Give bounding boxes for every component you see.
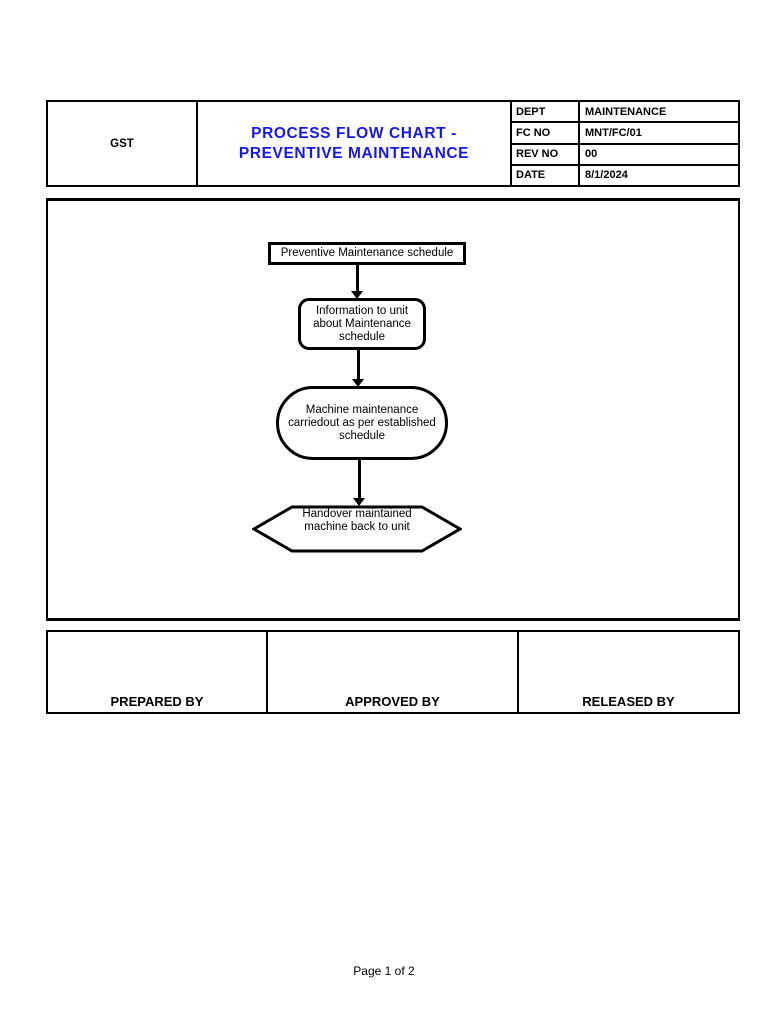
flow-step-handover-label: Handover maintained machine back to unit	[252, 508, 462, 534]
arrow-head-icon	[352, 379, 364, 387]
meta-value-date: 8/1/2024	[585, 169, 628, 182]
flow-arrow-3	[353, 460, 365, 506]
flow-step-maintenance-line1: Machine maintenance	[305, 403, 419, 416]
signoff-cell-released: RELEASED BY	[517, 632, 738, 712]
arrow-head-icon	[351, 291, 363, 299]
flow-step-information-line2: about Maintenance	[313, 317, 411, 330]
page-number: Page 1 of 2	[353, 964, 415, 978]
flow-arrow-2	[352, 350, 364, 387]
flow-step-schedule-label: Preventive Maintenance schedule	[280, 247, 454, 259]
flow-step-handover-line1: Handover maintained	[302, 508, 412, 520]
meta-value-dept: MAINTENANCE	[585, 105, 667, 118]
flow-step-handover-line2: machine back to unit	[304, 521, 410, 533]
meta-value-revno: 00	[585, 148, 598, 161]
meta-value-fcno: MNT/FC/01	[585, 126, 642, 139]
flow-step-information-line3: schedule	[338, 330, 386, 343]
meta-label-dept: DEPT	[512, 102, 580, 122]
signoff-cell-approved: APPROVED BY	[266, 632, 517, 712]
arrow-shaft	[355, 265, 359, 292]
flow-step-maintenance-line3: schedule	[338, 429, 386, 442]
arrow-shaft	[356, 350, 360, 380]
header-table: GST PROCESS FLOW CHART - PREVENTIVE MAIN…	[46, 100, 740, 187]
flow-step-handover: Handover maintained machine back to unit	[252, 505, 462, 553]
flow-step-information: Information to unit about Maintenance sc…	[298, 298, 426, 350]
flowchart-canvas: Preventive Maintenance schedule Informat…	[46, 198, 740, 621]
flow-arrow-1	[351, 265, 363, 299]
arrow-shaft	[357, 460, 361, 499]
title-line-1: PROCESS FLOW CHART -	[251, 124, 457, 142]
flow-step-schedule: Preventive Maintenance schedule	[268, 242, 466, 265]
meta-row-dept: DEPT MAINTENANCE	[512, 102, 738, 124]
arrow-head-icon	[353, 498, 365, 506]
flow-step-maintenance: Machine maintenance carriedout as per es…	[276, 386, 448, 460]
meta-row-revno: REV NO 00	[512, 144, 738, 166]
meta-label-fcno: FC NO	[512, 123, 580, 143]
meta-table: DEPT MAINTENANCE FC NO MNT/FC/01 REV NO …	[512, 102, 738, 185]
hexagon-shape	[252, 505, 462, 553]
meta-label-revno: REV NO	[512, 144, 580, 164]
meta-row-date: DATE 8/1/2024	[512, 165, 738, 185]
company-logo: GST	[48, 102, 198, 185]
title-line-2: PREVENTIVE MAINTENANCE	[238, 144, 470, 162]
flow-step-maintenance-line2: carriedout as per established	[288, 416, 436, 429]
meta-row-fcno: FC NO MNT/FC/01	[512, 123, 738, 145]
signoff-table: PREPARED BY APPROVED BY RELEASED BY	[46, 630, 740, 714]
meta-label-date: DATE	[512, 165, 580, 185]
signoff-cell-prepared: PREPARED BY	[110, 694, 204, 709]
document-title: PROCESS FLOW CHART - PREVENTIVE MAINTENA…	[198, 102, 512, 185]
flow-step-information-line1: Information to unit	[315, 304, 409, 317]
